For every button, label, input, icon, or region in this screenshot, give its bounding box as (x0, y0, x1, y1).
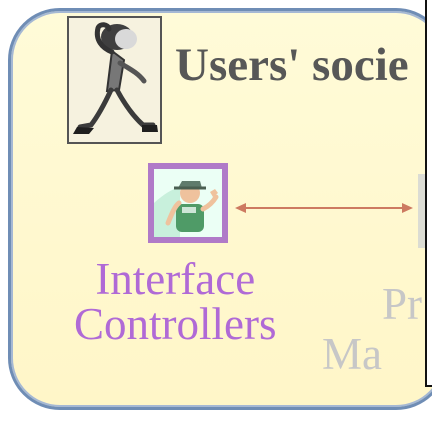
thinker-right-shoe (142, 125, 158, 132)
controller-icon (148, 163, 228, 243)
thinker-arm-lower (117, 60, 147, 84)
thinker-icon-graphic (69, 18, 160, 142)
thinker-left-leg (77, 87, 114, 130)
interface-label-line-2: Controllers (74, 299, 277, 349)
diagram-title: Users' socie (175, 39, 409, 91)
overlay-window-bottom-edge (425, 385, 432, 387)
faded-label-line-1: Pr (382, 279, 423, 329)
interface-label-line-1: Interface (95, 254, 256, 304)
controller-left-backdrop (154, 187, 180, 237)
controller-right-arm (200, 194, 219, 212)
interface-controllers-label: Interface Controllers (74, 257, 276, 347)
double-arrow-right-head (402, 203, 413, 213)
thinker-face (115, 29, 137, 49)
faded-label-line-2: Ma (322, 329, 382, 379)
controller-icon-graphic (154, 169, 222, 237)
double-arrow-icon (235, 203, 413, 213)
controller-collar (182, 207, 196, 213)
controller-cap (178, 181, 202, 188)
thinker-arm-raised (94, 22, 115, 55)
thinker-icon (67, 16, 162, 144)
controller-right-hand (210, 189, 218, 197)
thinker-right-leg (114, 87, 156, 128)
double-arrow-left-head (235, 203, 246, 213)
thinker-left-shoe (73, 127, 94, 134)
overlay-window-edge (425, 0, 432, 387)
controller-left-arm (165, 200, 182, 226)
thinker-figure (73, 22, 158, 134)
